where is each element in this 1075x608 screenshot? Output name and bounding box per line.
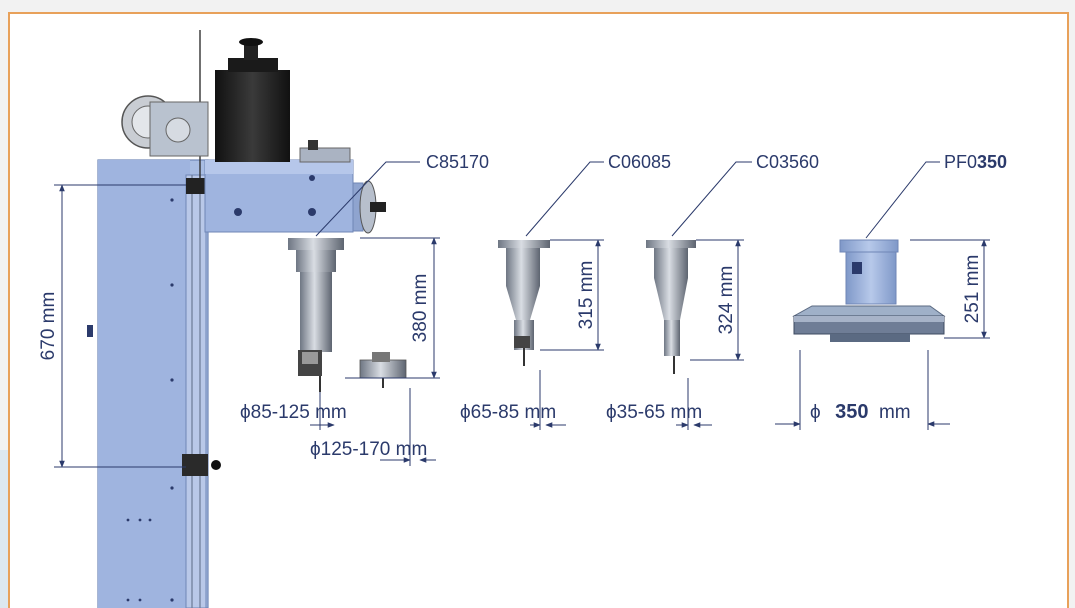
dim-380: 380 mm [410, 274, 431, 343]
label-c85170: C85170 [426, 152, 489, 172]
tool-c03560 [646, 240, 696, 374]
dimension-lines [54, 161, 990, 468]
dim-670: 670 mm [38, 292, 59, 361]
label-c06085: C06085 [608, 152, 671, 172]
dim-315: 315 mm [576, 261, 597, 330]
dim-diam-35-65: ϕ35-65 mm [606, 402, 702, 423]
machine-head [121, 38, 386, 234]
dim-diam-85-125: ϕ85-125 mm [240, 402, 347, 423]
tool-c85170 [288, 238, 407, 392]
dim-diam-65-85: ϕ65-85 mm [460, 402, 556, 423]
label-pf0350: PF0350 [944, 152, 1007, 172]
tool-c06085 [498, 240, 550, 366]
dim-diam-350-symbol: ϕ [810, 402, 821, 423]
dim-diam-125-170: ϕ125-170 mm [310, 439, 427, 460]
tool-pf0350 [792, 239, 946, 342]
label-c03560: C03560 [756, 152, 819, 172]
dim-diam-350: ϕ 350 mm [810, 401, 911, 423]
left-band [0, 450, 8, 608]
dim-251: 251 mm [962, 255, 983, 324]
dim-diam-350-value: 350 [835, 401, 868, 423]
machine-column [87, 30, 226, 608]
dim-324: 324 mm [716, 266, 737, 335]
label-pf0350-prefix: PF0 [944, 152, 977, 172]
dim-diam-350-unit: mm [879, 402, 911, 423]
label-pf0350-suffix: 350 [977, 152, 1007, 172]
